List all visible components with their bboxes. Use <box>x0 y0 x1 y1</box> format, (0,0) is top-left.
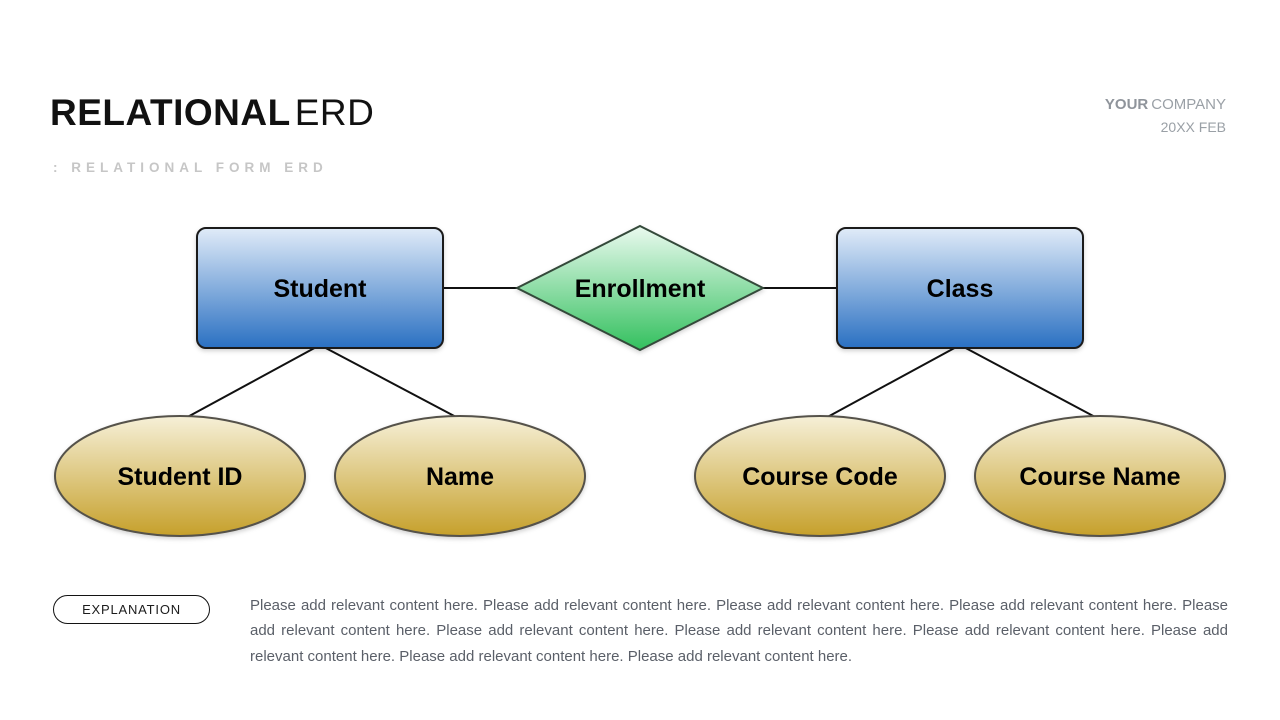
subtitle: : RELATIONAL FORM ERD <box>53 160 328 175</box>
explanation-text: Please add relevant content here. Please… <box>250 597 1228 665</box>
attribute-name-label: Name <box>426 463 494 491</box>
attribute-coursename-label: Course Name <box>1019 463 1180 491</box>
attribute-studentid-label: Student ID <box>118 463 243 491</box>
title-light-part: ERD <box>294 92 375 133</box>
line-student-studentid <box>181 344 321 421</box>
line-student-name <box>319 344 459 419</box>
shape-labels: Student Enrollment Class Student ID Name… <box>118 275 1181 491</box>
attribute-name-shape <box>334 415 586 537</box>
date-label: 20XX FEB <box>1160 119 1226 136</box>
diagram-shapes <box>54 224 1226 537</box>
attribute-coursename-shape <box>974 415 1226 537</box>
line-class-coursename <box>959 344 1098 419</box>
company-name-light: COMPANY <box>1151 96 1226 113</box>
attribute-coursecode-label: Course Code <box>742 463 898 491</box>
entity-student-label: Student <box>273 275 367 303</box>
relationship-enrollment-shape <box>514 224 766 352</box>
attribute-studentid-shape <box>54 415 306 537</box>
connector-lines <box>181 287 1098 421</box>
explanation-badge: EXPLANATION <box>53 595 210 624</box>
entity-student-shape <box>196 227 444 349</box>
title-bold-part: RELATIONAL <box>50 92 291 133</box>
entity-class-shape <box>836 227 1084 349</box>
company-name-bold: YOUR <box>1104 96 1149 113</box>
line-class-coursecode <box>821 344 961 421</box>
entity-class-label: Class <box>927 275 994 303</box>
relationship-enrollment-label: Enrollment <box>575 275 706 303</box>
attribute-coursecode-shape <box>694 415 946 537</box>
